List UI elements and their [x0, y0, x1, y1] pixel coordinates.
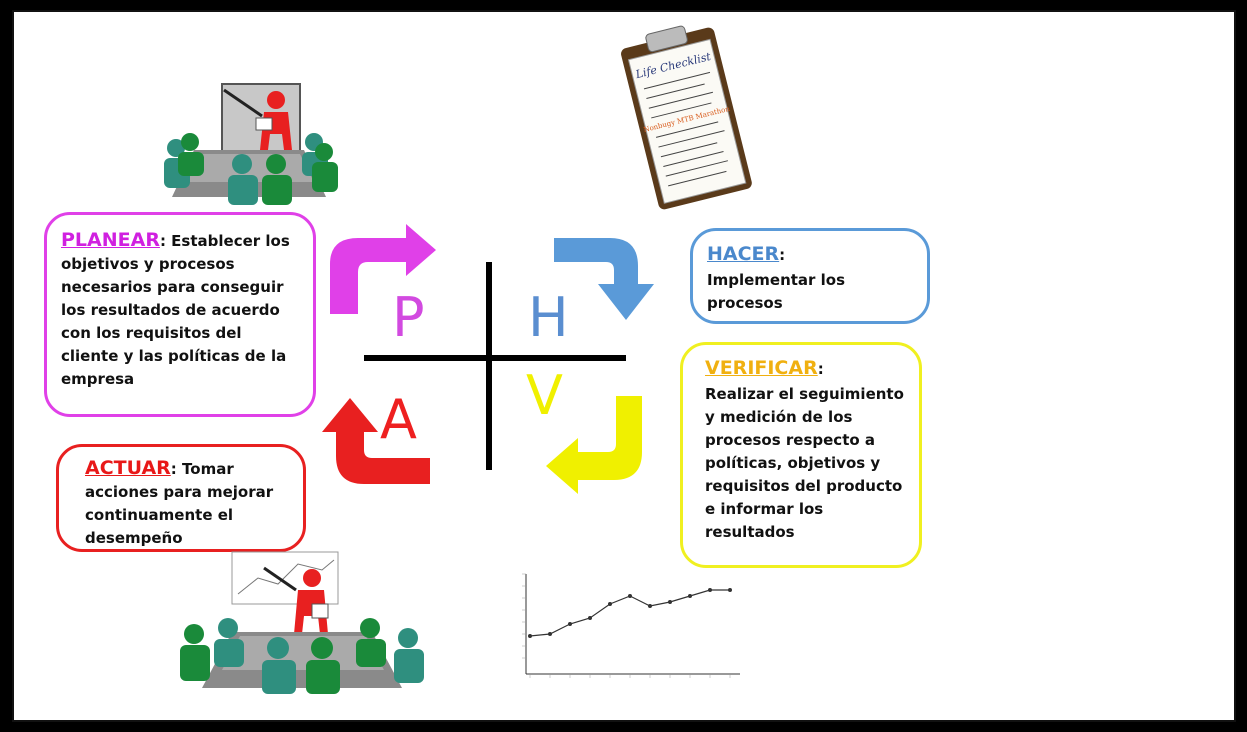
- actuar-title: ACTUAR: [85, 457, 171, 479]
- presenter-meeting-illustration-bottom: [180, 551, 424, 694]
- verificar-body: Realizar el seguimiento y medición de lo…: [705, 385, 904, 541]
- letter-v: V: [526, 364, 563, 427]
- planear-box: PLANEAR: Establecer los objetivos y proc…: [44, 212, 316, 417]
- pdca-slide: Life Checklist Nonbugy MTB Marathon: [12, 10, 1236, 722]
- hacer-title: HACER: [707, 243, 780, 265]
- verificar-colon: :: [817, 360, 824, 378]
- checklist-clipboard-illustration: Life Checklist Nonbugy MTB Marathon: [621, 25, 752, 210]
- letter-a: A: [380, 388, 417, 451]
- hacer-arrow-icon: [554, 238, 654, 320]
- letter-h: H: [528, 286, 569, 349]
- planear-text: : Establecer los objetivos y procesos ne…: [61, 232, 290, 388]
- hacer-body: Implementar los procesos: [707, 271, 846, 312]
- verificar-box: VERIFICAR: Realizar el seguimiento y med…: [680, 342, 922, 568]
- actuar-box: ACTUAR: Tomar acciones para mejorar cont…: [56, 444, 306, 552]
- line-chart-illustration: [522, 573, 740, 678]
- actuar-arrow-icon: [322, 398, 430, 484]
- pdca-cross: [364, 262, 626, 470]
- verificar-title: VERIFICAR: [705, 357, 818, 379]
- hacer-box: HACER: Implementar los procesos: [690, 228, 930, 324]
- planear-title: PLANEAR: [61, 229, 160, 251]
- presenter-meeting-illustration-top: [164, 83, 338, 205]
- actuar-text: : Tomar acciones para mejorar continuame…: [85, 460, 274, 547]
- verificar-arrow-icon: [546, 396, 642, 494]
- hacer-colon: :: [779, 246, 786, 264]
- letter-p: P: [392, 286, 425, 349]
- planear-arrow-icon: [330, 224, 436, 314]
